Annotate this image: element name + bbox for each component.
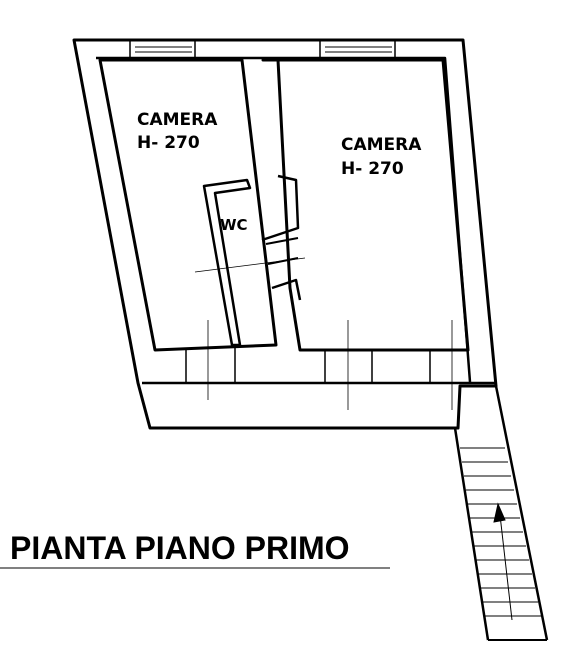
stair-treads	[460, 447, 541, 617]
room-label-2: CAMERA	[341, 135, 422, 155]
outer-wall-outer	[72, 38, 498, 430]
walls	[72, 38, 549, 641]
stair-left-rail	[453, 427, 490, 641]
wc-wall	[202, 178, 252, 347]
left-room-outline	[98, 58, 278, 352]
room-label-wc: WC	[220, 216, 248, 234]
room-label-1: CAMERA	[137, 110, 218, 130]
right-room-outline	[261, 58, 470, 352]
room-height-1: H- 270	[137, 133, 200, 153]
plan-title: PIANTA PIANO PRIMO	[10, 530, 350, 566]
stair-right-rail	[494, 385, 549, 641]
stair-arrow-icon	[493, 502, 513, 621]
room-height-2: H- 270	[341, 159, 404, 179]
